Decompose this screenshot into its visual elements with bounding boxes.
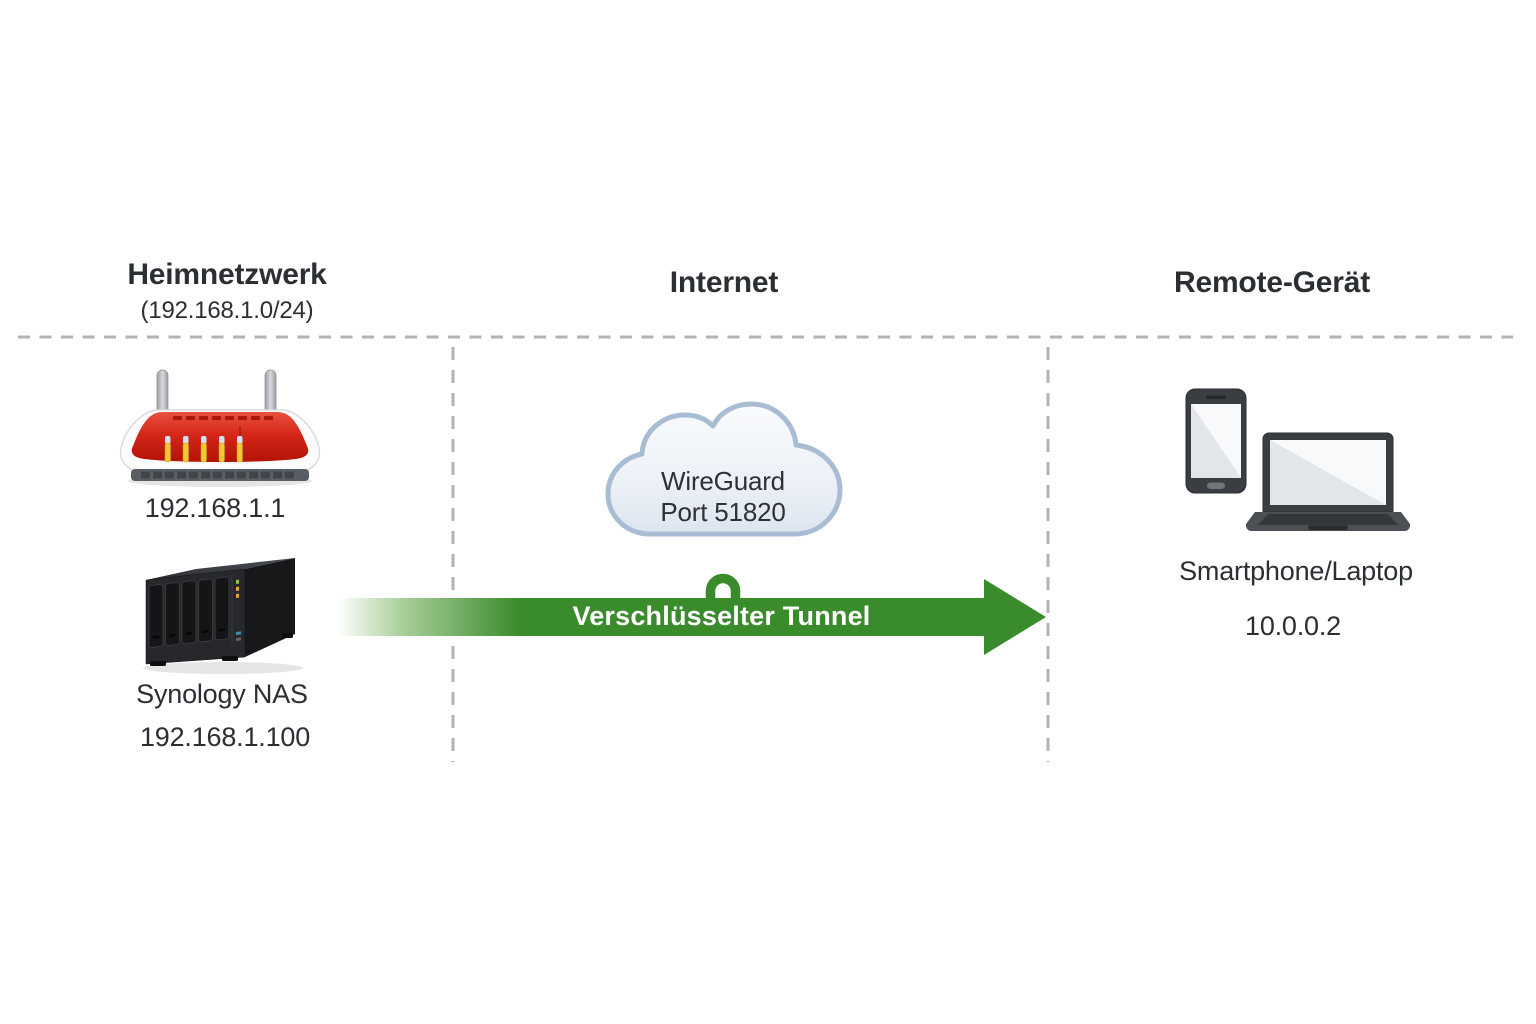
internet-title: Internet (669, 266, 779, 299)
laptop-icon (1245, 432, 1411, 532)
router-ip-label: 192.168.1.1 (144, 493, 286, 523)
internet-cloud-icon (605, 401, 843, 537)
nas-drive-bays (148, 574, 241, 648)
nas-name-label: Synology NAS (136, 679, 308, 709)
cloud-label-line1: WireGuard (661, 466, 785, 496)
smartphone-icon (1185, 388, 1247, 494)
nas-ip-label: 192.168.1.100 (139, 722, 311, 752)
tunnel-arrow (338, 579, 1046, 655)
remote-device-ip: 10.0.0.2 (1245, 611, 1341, 641)
cloud-label-line2: Port 51820 (660, 497, 786, 527)
padlock-shackle-icon (705, 573, 741, 601)
nas-status-leds (236, 579, 241, 641)
remote-device-title: Remote-Gerät (1174, 266, 1370, 299)
home-network-subnet: (192.168.1.0/24) (140, 297, 314, 324)
synology-nas-icon (143, 558, 303, 674)
section-dividers (18, 335, 1513, 762)
home-network-title: Heimnetzwerk (127, 258, 327, 291)
router-led-lights (164, 426, 243, 463)
tunnel-label: Verschlüsselter Tunnel (572, 601, 871, 631)
fritzbox-router-icon (119, 369, 321, 487)
remote-device-label: Smartphone/Laptop (1179, 556, 1413, 586)
